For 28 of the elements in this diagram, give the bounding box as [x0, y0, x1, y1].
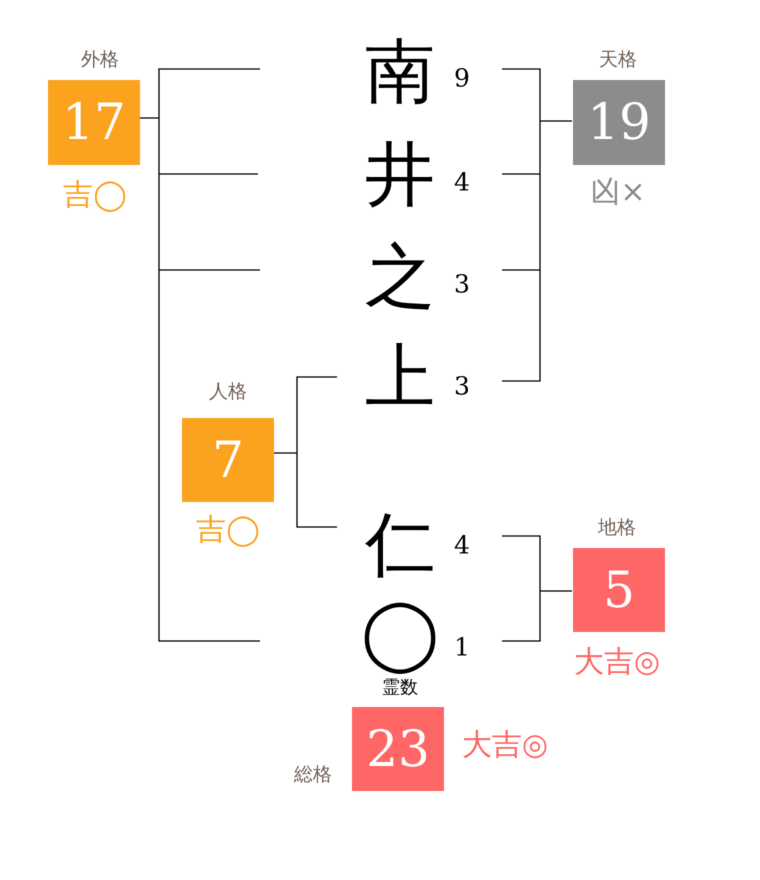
kanji-character: 之	[365, 238, 435, 316]
fortune-label: 凶×	[590, 176, 646, 208]
kanji-character: ◯	[360, 594, 440, 672]
fortune-label: 吉◯	[63, 178, 127, 212]
stroke-count: 9	[454, 64, 470, 92]
fortune-label: 大吉◎	[574, 646, 660, 678]
fortune-label: 吉◯	[196, 514, 260, 546]
kanji-character: 上	[365, 338, 435, 416]
score-box: 23	[352, 707, 444, 791]
stroke-count: 4	[454, 531, 470, 559]
stroke-count: 3	[454, 270, 470, 298]
heading-label: 人格	[209, 382, 247, 402]
heading-label: 外格	[81, 50, 119, 70]
fortune-label: 大吉◎	[462, 728, 548, 762]
score-box: 5	[573, 548, 665, 632]
stroke-count: 1	[454, 633, 470, 661]
heading-label: 天格	[599, 50, 637, 70]
kanji-character: 井	[365, 136, 435, 214]
heading-label: 地格	[598, 518, 636, 538]
kanji-character: 南	[365, 34, 435, 110]
score-box: 17	[48, 80, 140, 165]
kanji-character: 仁	[365, 506, 435, 584]
score-box: 7	[182, 418, 274, 502]
caption-label: 霊数	[382, 678, 418, 698]
heading-label: 総格	[294, 764, 332, 786]
stroke-count: 4	[454, 168, 470, 196]
stroke-count: 3	[454, 372, 470, 400]
score-box: 19	[573, 80, 665, 165]
